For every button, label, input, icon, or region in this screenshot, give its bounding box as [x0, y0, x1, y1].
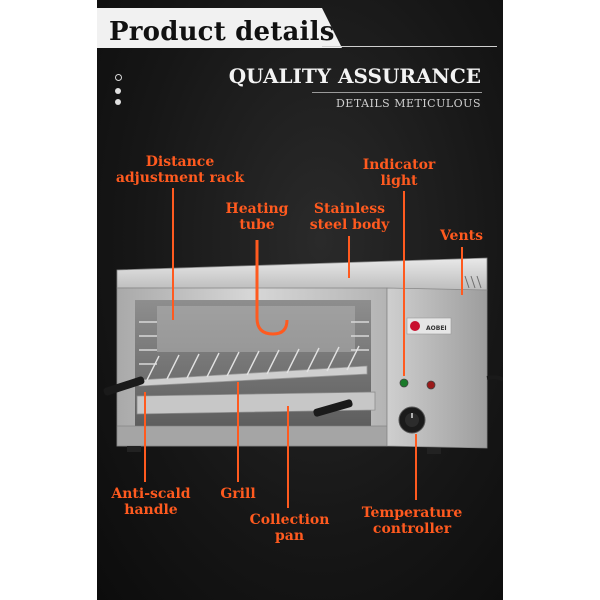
callout-vents: Vents	[439, 228, 484, 244]
leader-stainless-body	[348, 236, 350, 278]
callout-stainless-body: Stainless steel body	[302, 201, 397, 233]
dot-solid	[115, 88, 121, 94]
power-cord	[486, 375, 503, 382]
callout-line1: Collection	[249, 512, 330, 528]
callout-anti-scald: Anti-scald handle	[101, 486, 201, 518]
callout-distance-rack: Distance adjustment rack	[105, 154, 255, 186]
callout-line2: steel body	[309, 217, 390, 233]
product-details-panel: Product details QUALITY ASSURANCE DETAIL…	[97, 0, 503, 600]
base-rail	[116, 425, 388, 447]
dot-solid	[115, 99, 121, 105]
callout-line2: controller	[372, 521, 452, 537]
banner-title: QUALITY ASSURANCE	[228, 64, 481, 88]
callout-line1: Vents	[439, 228, 483, 244]
callout-line2: light	[380, 173, 418, 189]
rack-rails	[139, 321, 369, 365]
callout-indicator-light: Indicator light	[359, 157, 439, 189]
callout-line2: tube	[239, 217, 275, 233]
page-title: Product details	[109, 17, 335, 47]
callout-line1: Temperature	[361, 505, 463, 521]
leader-collection-pan	[287, 406, 289, 508]
callout-line1: Heating	[225, 201, 289, 217]
heating-tube	[255, 240, 289, 336]
callout-heating-tube: Heating tube	[219, 201, 295, 233]
header-tab: Product details	[97, 8, 342, 48]
left-handle	[103, 376, 145, 396]
collection-pan	[136, 391, 376, 415]
callout-collection-pan: Collection pan	[242, 512, 337, 544]
brand-text: AOBEI	[426, 325, 447, 332]
leader-anti-scald	[144, 392, 146, 482]
banner-subtitle: DETAILS METICULOUS	[335, 97, 481, 110]
callout-line1: Distance	[145, 154, 215, 170]
brand-logo-icon	[410, 321, 420, 331]
callout-line2: pan	[274, 528, 305, 544]
leader-temperature	[415, 434, 417, 500]
callout-line1: Stainless	[313, 201, 386, 217]
foot	[127, 446, 141, 452]
leader-grill	[237, 382, 239, 482]
callout-temperature: Temperature controller	[352, 505, 472, 537]
indicator-light-red	[426, 380, 436, 390]
callout-line2: handle	[124, 502, 178, 518]
callout-line2: adjustment rack	[115, 170, 245, 186]
vents-slots	[464, 275, 482, 289]
header-divider	[322, 46, 497, 47]
leader-vents	[461, 247, 463, 295]
callout-grill: Grill	[215, 486, 261, 502]
knob-center	[405, 413, 419, 427]
dot-hollow	[115, 74, 122, 81]
banner-divider	[312, 92, 482, 93]
leader-indicator-light	[403, 191, 405, 376]
foot	[427, 448, 441, 454]
callout-line1: Anti-scald	[111, 486, 191, 502]
callout-line1: Indicator	[362, 157, 436, 173]
indicator-light-green	[399, 378, 409, 388]
right-handle	[313, 399, 353, 417]
salamander-grill-illustration	[103, 240, 503, 454]
leader-distance-rack	[172, 188, 174, 320]
callout-line1: Grill	[220, 486, 256, 502]
